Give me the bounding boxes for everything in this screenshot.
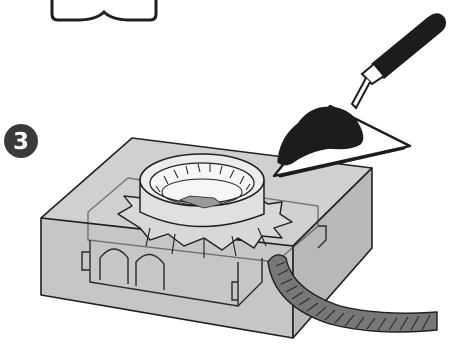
embedded-enclosure [81, 177, 327, 307]
spirit-level-ring-icon [117, 153, 293, 258]
step-badge: 3 [4, 124, 38, 158]
step-number: 3 [13, 129, 29, 155]
conduit-cable-icon [267, 254, 438, 333]
trowel-icon [272, 13, 447, 178]
bracket-icon [50, 0, 158, 22]
